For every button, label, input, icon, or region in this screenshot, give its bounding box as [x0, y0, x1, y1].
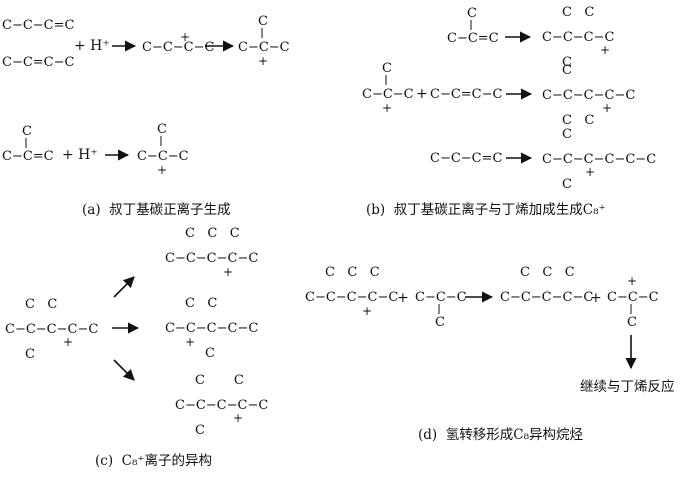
panel-a: C−C−C=C C−C=C−C + H⁺ + C−C−C−C C C−C−C +…	[2, 14, 290, 218]
c-iso3-chain: C−C−C−C−C	[175, 398, 268, 413]
d-plus-2: +	[590, 290, 602, 306]
b-row2-reactant: C−C=C−C	[430, 87, 503, 102]
a-product-chain: C−C−C	[238, 40, 290, 55]
c-iso3-top: C C	[195, 373, 244, 388]
b-row2-product-charge: +	[602, 101, 612, 115]
a-intermediate: C−C−C−C	[142, 40, 215, 55]
a-intermediate-charge: +	[180, 30, 190, 44]
b-row2-product-chain: C−C−C−C−C	[542, 88, 635, 103]
a-isobutene-branch: C	[22, 124, 32, 139]
b-row1-product-charge: +	[600, 43, 610, 57]
d-isobutane-chain: C−C−C	[415, 290, 467, 305]
b-row2-product-top: C	[562, 63, 572, 78]
a-product-branch: C	[258, 14, 268, 29]
b-row3-product-chain: C−C−C−C−C−C	[542, 152, 656, 167]
a-caption: (a) 叔丁基碳正离子生成	[82, 201, 231, 218]
a-product2-branch: C	[157, 122, 167, 137]
panel-d: C C C C−C−C−C−C + + C−C−C C C C C C−C−C−…	[305, 265, 675, 443]
d-alkane-top: C C C	[520, 265, 575, 280]
c-start-top: C C	[25, 297, 57, 312]
b-row3-product-bottom: C	[562, 177, 572, 192]
b-caption: (b) 叔丁基碳正离子与丁烯加成生成C₈⁺	[366, 201, 606, 218]
a-plus-proton: + H⁺	[74, 38, 110, 54]
a-product2-charge: +	[157, 163, 167, 177]
b-row2-cation-charge: +	[382, 101, 392, 115]
d-tbutyl-chain: C−C−C	[607, 290, 659, 305]
b-row1-product-bottom: C	[562, 55, 572, 70]
a-product-charge: +	[258, 54, 268, 68]
b-row3-reactant: C−C−C=C	[430, 151, 503, 166]
c-iso1-charge: +	[223, 265, 233, 279]
c-iso3-charge: +	[233, 411, 243, 425]
c-arrow-up	[113, 276, 135, 298]
b-row2-product-bottom: C C	[562, 113, 594, 128]
c-iso1-chain: C−C−C−C−C	[165, 251, 258, 266]
b-row1-product-chain: C−C−C−C	[542, 30, 615, 45]
c-start-charge: +	[63, 335, 73, 349]
c-iso1-top: C C C	[185, 226, 240, 241]
d-cation-top: C C C	[325, 265, 380, 280]
c-arrow-down	[113, 359, 135, 381]
c-start-chain: C−C−C−C−C	[5, 322, 98, 337]
panel-c: C C C−C−C−C−C C + C C C C−C−C−C−C + C C …	[5, 226, 268, 469]
d-cation-chain: C−C−C−C−C	[305, 290, 398, 305]
d-note: 继续与丁烯反应	[580, 378, 675, 395]
d-tbutyl-bottom: C	[627, 315, 637, 330]
b-row3-product-top: C	[562, 127, 572, 142]
a-product2-chain: C−C−C	[137, 149, 189, 164]
b-row1-product-top: C C	[562, 5, 594, 20]
d-plus-1: +	[397, 290, 409, 306]
d-caption: (d) 氢转移形成C₈异构烷烃	[418, 427, 583, 443]
c-iso2-bottom: C	[205, 346, 215, 361]
c-iso2-charge: +	[185, 335, 195, 349]
b-row3-product-charge: +	[585, 165, 595, 179]
a-isobutene-chain: C−C=C	[2, 149, 54, 164]
b-row1-branch: C	[467, 6, 477, 21]
b-row2-cation: C−C−C	[362, 87, 414, 102]
c-iso2-chain: C−C−C−C−C	[165, 321, 258, 336]
d-cation-charge: +	[362, 304, 372, 318]
d-alkane-chain: C−C−C−C−C	[500, 290, 593, 305]
d-isobutane-bottom: C	[435, 315, 445, 330]
d-tbutyl-charge: +	[627, 274, 637, 288]
panel-b: C C−C=C C C C−C−C−C C + C C−C−C + + C−C=…	[362, 5, 656, 218]
b-row2-branch: C	[382, 61, 392, 76]
c-iso3-bottom: C	[195, 423, 205, 438]
c-caption: (c) C₈⁺离子的异构	[95, 452, 212, 469]
b-row1-reactant: C−C=C	[447, 31, 499, 46]
c-start-bottom: C	[25, 347, 35, 362]
a-reactant-1-butene: C−C−C=C	[2, 18, 75, 33]
c-iso2-top: C C	[185, 296, 217, 311]
a-reactant-2-butene: C−C=C−C	[2, 55, 75, 70]
b-row2-plus: +	[416, 86, 428, 102]
a-plus-proton-2: + H⁺	[62, 147, 98, 163]
